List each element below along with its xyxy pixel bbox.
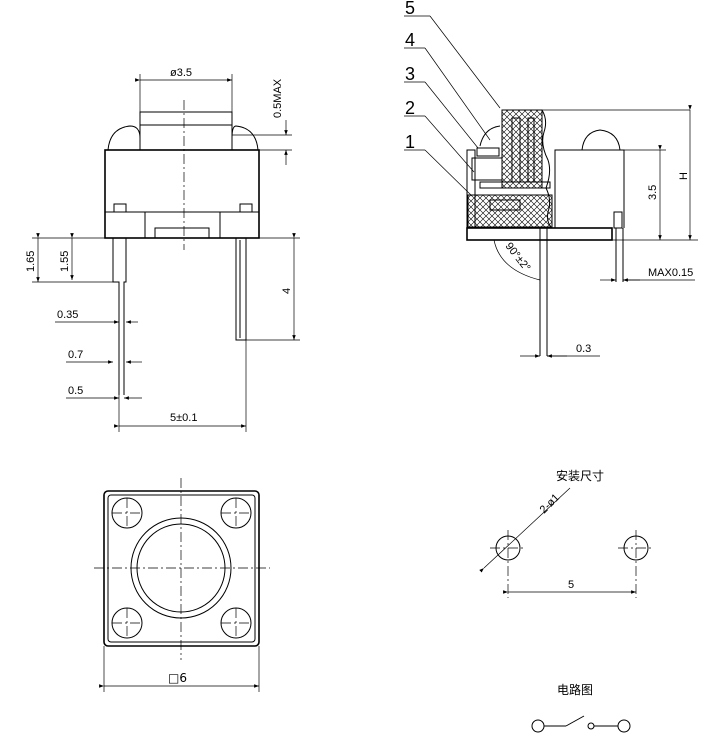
terminal-right (617, 719, 631, 733)
dim-0-5: 0.5 (68, 385, 83, 397)
front-view: ø3.5 0.5MAX 1.65 1.55 4 0.35 0.7 0.5 (25, 67, 300, 432)
circuit-title: 电路图 (557, 682, 593, 697)
left-leg (112, 238, 127, 395)
callout-3: 3 (405, 64, 415, 84)
dim-0-35: 0.35 (57, 309, 78, 321)
callout-4: 4 (405, 30, 415, 50)
dim-3-5: 3.5 (647, 185, 659, 200)
dim-0-3: 0.3 (576, 343, 591, 355)
callout-1: 1 (405, 132, 415, 152)
top-body (103, 490, 260, 647)
right-leg (235, 238, 247, 341)
callout-2: 2 (405, 98, 415, 118)
mount-hole-label: 2-ø1 (538, 492, 562, 516)
terminal-lead (539, 228, 548, 356)
section-hatch-plunger (501, 109, 543, 189)
dim-max-0-15: MAX0.15 (648, 267, 693, 279)
dim-1-55: 1.55 (59, 251, 71, 272)
plunger (139, 111, 233, 150)
mounting-view: 安装尺寸 2-ø1 5 (479, 468, 654, 598)
switch-body (104, 149, 260, 239)
section-view: 90°±2° 5 4 3 2 1 H 3.5 MAX0.15 0.3 (404, 0, 698, 358)
callout-5: 5 (405, 0, 415, 18)
terminal-left (531, 719, 545, 733)
dim-1-65: 1.65 (25, 251, 37, 272)
dim-diameter: ø3.5 (170, 67, 192, 79)
dim-max-gap: 0.5MAX (272, 78, 284, 118)
mount-pitch: 5 (568, 579, 574, 591)
dim-angle: 90°±2° (503, 240, 533, 274)
dim-pitch: 5±0.1 (170, 412, 197, 424)
dim-0-7: 0.7 (68, 349, 83, 361)
housing (554, 149, 625, 228)
switch-contact (565, 715, 585, 727)
top-view: □6 (94, 478, 270, 692)
mounting-title: 安装尺寸 (556, 468, 604, 483)
dim-h: H (678, 172, 690, 180)
dim-4: 4 (281, 288, 293, 294)
circuit-diagram: 电路图 (531, 682, 631, 733)
dim-size: □6 (168, 671, 187, 685)
